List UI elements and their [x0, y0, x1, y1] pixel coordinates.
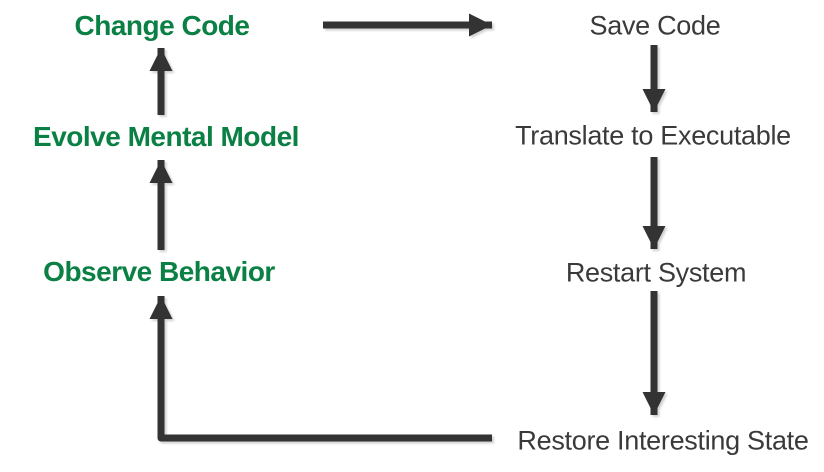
node-observe-behavior: Observe Behavior [43, 256, 275, 287]
node-evolve-mental-model: Evolve Mental Model [33, 121, 299, 152]
node-restore-interesting-state: Restore Interesting State [517, 425, 809, 456]
node-change-code: Change Code [74, 10, 250, 41]
node-restart-system: Restart System [565, 257, 747, 288]
node-save-code: Save Code [589, 10, 721, 41]
arrow-restore-to-observe-behavior-icon [149, 296, 492, 442]
node-translate-to-executable: Translate to Executable [515, 120, 791, 151]
